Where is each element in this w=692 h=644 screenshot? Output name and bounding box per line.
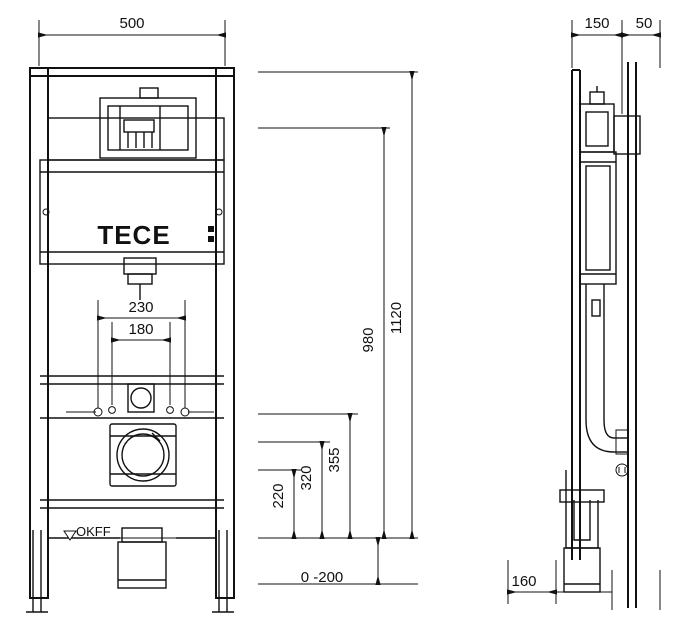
dim-355: 355 xyxy=(326,447,343,472)
flush-pipe-connector xyxy=(123,257,157,300)
side-outlet xyxy=(559,469,605,593)
wc-bolt-left xyxy=(93,318,103,417)
flush-inlet xyxy=(127,383,155,413)
dim-160: 160 xyxy=(511,573,536,590)
dim-220: 220 xyxy=(270,483,287,508)
cistern-fixings xyxy=(42,208,223,216)
frame-outline xyxy=(29,67,235,599)
front-view: TECE xyxy=(26,67,235,613)
dim-150: 150 xyxy=(584,15,609,32)
dim-floor-adjust: 0 -200 xyxy=(301,569,344,586)
dim-50: 50 xyxy=(636,15,653,32)
dim-width-500: 500 xyxy=(119,15,144,32)
flush-valve-module xyxy=(47,87,225,161)
dim-320: 320 xyxy=(298,465,315,490)
side-frame-rail xyxy=(571,69,581,560)
dim-180: 180 xyxy=(128,321,153,338)
brand-mark-dot-bottom xyxy=(208,236,214,242)
side-valve-module xyxy=(579,86,641,155)
okff-datum: OKFF xyxy=(48,524,216,541)
side-wall-line xyxy=(627,62,637,608)
dim-230: 230 xyxy=(128,299,153,316)
dim-height-1120: 1120 xyxy=(388,302,405,334)
side-flush-pipe xyxy=(585,284,628,453)
outlet-spigot xyxy=(117,527,167,589)
dim-height-980: 980 xyxy=(360,327,377,352)
wc-bolt-right xyxy=(180,318,190,417)
soil-outlet xyxy=(109,423,177,487)
side-view xyxy=(559,62,641,608)
brand-label: TECE xyxy=(97,220,170,250)
side-dimensions: 150 50 160 xyxy=(507,15,661,610)
side-cistern xyxy=(579,151,617,285)
okff-label: OKFF xyxy=(76,524,111,539)
brand-mark-dot-top xyxy=(208,226,214,232)
side-bracket xyxy=(615,429,629,477)
triangle-datum-icon xyxy=(63,530,77,541)
frame-rails xyxy=(40,375,224,509)
front-dimensions: 500 1120 980 355 320 220 xyxy=(38,15,418,586)
